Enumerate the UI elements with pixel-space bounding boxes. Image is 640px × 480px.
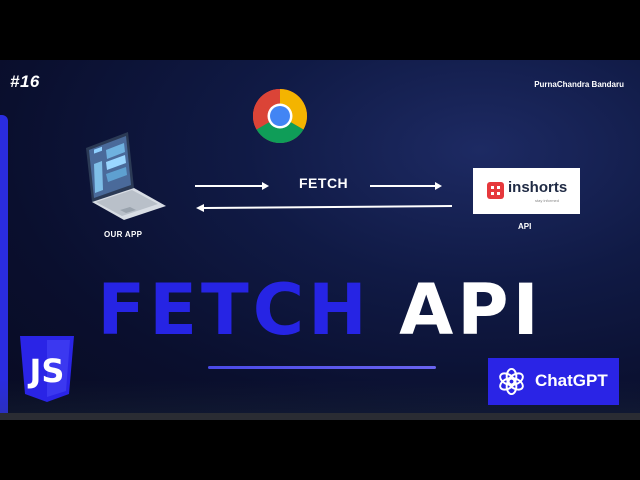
fetch-label: FETCH [299, 175, 349, 191]
inshorts-tagline: stay informed [535, 198, 560, 203]
thumbnail-frame: #16 PurnaChandra Bandaru OUR APP F [0, 60, 640, 420]
inshorts-brand: inshorts [508, 179, 568, 196]
api-label: API [518, 222, 532, 231]
javascript-shield-icon: JS [20, 336, 74, 402]
inshorts-card: inshorts stay informed [473, 168, 580, 214]
request-response-arrows [195, 182, 453, 212]
chatgpt-label: ChatGPT [535, 371, 608, 390]
bottom-strip [0, 413, 640, 420]
author-name: PurnaChandra Bandaru [534, 80, 624, 89]
title-word-fetch: FETCH [97, 269, 371, 351]
title-word-api: API [399, 269, 543, 351]
chrome-icon [252, 88, 308, 144]
episode-number: #16 [10, 72, 40, 91]
laptop-icon [86, 132, 166, 220]
our-app-label: OUR APP [104, 230, 143, 239]
left-accent-bar [0, 115, 8, 420]
inshorts-logo-icon [487, 182, 504, 199]
title-underline [208, 366, 436, 369]
chatgpt-icon [499, 367, 524, 396]
main-title: FETCH API [0, 270, 640, 350]
chatgpt-badge: ChatGPT [488, 358, 619, 405]
js-label: JS [28, 352, 65, 390]
